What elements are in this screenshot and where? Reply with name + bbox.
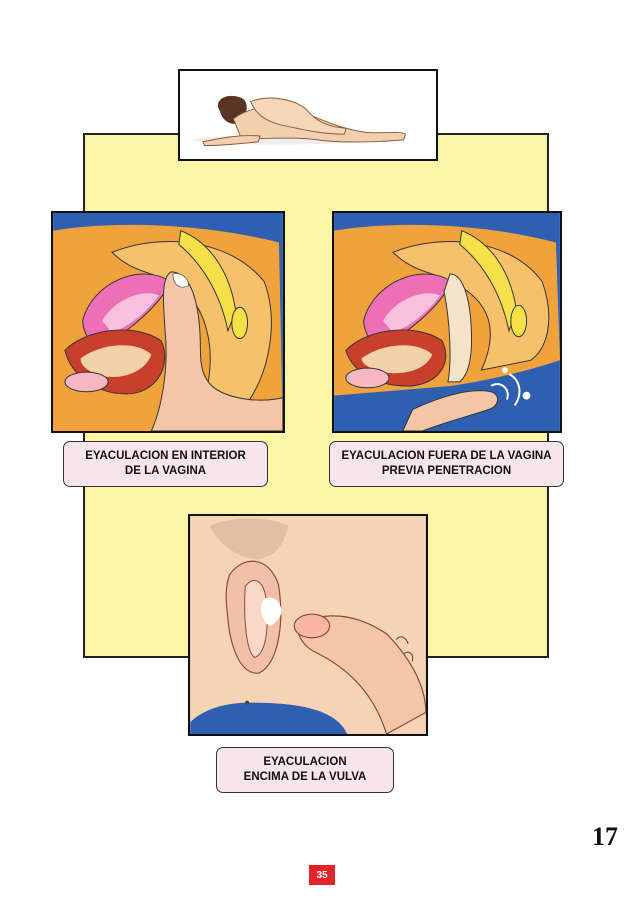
caption-line-2: PREVIA PENETRACION: [381, 465, 512, 477]
cross-section-illustration: [53, 213, 283, 431]
caption-line-1: EYACULACION: [263, 756, 347, 768]
caption-vulva-ejaculation: EYACULACION ENCIMA DE LA VULVA: [216, 747, 394, 793]
diagram-external-ejaculation: [332, 211, 562, 433]
caption-line-1: EYACULACION FUERA DE LA VAGINA: [341, 450, 552, 462]
caption-line-2: ENCIMA DE LA VULVA: [243, 771, 367, 783]
caption-line-2: DE LA VAGINA: [124, 465, 207, 477]
diagram-internal-ejaculation: [51, 211, 285, 433]
top-illustration-couple: [178, 69, 438, 161]
caption-interior-ejaculation: EYACULACION EN INTERIOR DE LA VAGINA: [63, 441, 268, 487]
caption-exterior-ejaculation: EYACULACION FUERA DE LA VAGINA PREVIA PE…: [329, 441, 564, 487]
vulva-illustration: [190, 516, 426, 734]
diagram-vulva-ejaculation: [188, 514, 428, 736]
page-badge: 35: [309, 865, 335, 885]
couple-illustration: [183, 71, 433, 159]
page-number: 17: [592, 822, 618, 851]
caption-line-1: EYACULACION EN INTERIOR: [85, 450, 246, 462]
cross-section-illustration-external: [334, 213, 560, 431]
